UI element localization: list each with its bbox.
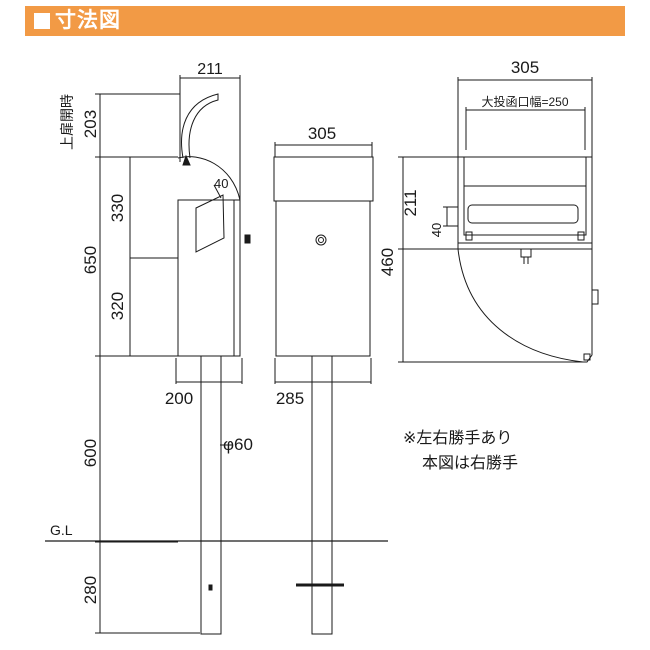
ground-label: G.L <box>50 522 73 538</box>
dim-40-side: 40 <box>214 176 228 191</box>
dim-280: 280 <box>81 576 100 604</box>
section-title: 寸法図 <box>55 9 121 32</box>
dim-650: 650 <box>81 246 100 274</box>
dim-330: 330 <box>108 194 127 222</box>
dim-211-top: 211 <box>401 189 420 216</box>
dim-305-top: 305 <box>511 58 539 77</box>
label-door-open: 上扉開時 <box>59 94 75 150</box>
dim-285: 285 <box>276 389 304 408</box>
dim-305-front: 305 <box>308 124 336 143</box>
dim-200: 200 <box>165 389 193 408</box>
dim-460: 460 <box>378 248 397 276</box>
dim-40-top: 40 <box>429 223 444 237</box>
note-line-2: 本図は右勝手 <box>422 455 519 472</box>
top-view <box>398 77 599 363</box>
dim-203: 203 <box>81 110 100 138</box>
front-view <box>273 142 374 635</box>
dim-211-side: 211 <box>197 61 223 78</box>
handedness-note: ※左右勝手あり 本図は右勝手 <box>403 426 518 476</box>
square-icon <box>34 13 50 29</box>
dim-320: 320 <box>108 292 127 320</box>
section-header: 寸法図 <box>25 6 625 36</box>
side-view <box>95 75 251 635</box>
dim-pipe: φ60 <box>223 435 253 454</box>
label-slot-width: 大投函口幅=250 <box>481 94 568 109</box>
note-line-1: ※左右勝手あり <box>403 430 513 447</box>
dim-600: 600 <box>81 439 100 467</box>
